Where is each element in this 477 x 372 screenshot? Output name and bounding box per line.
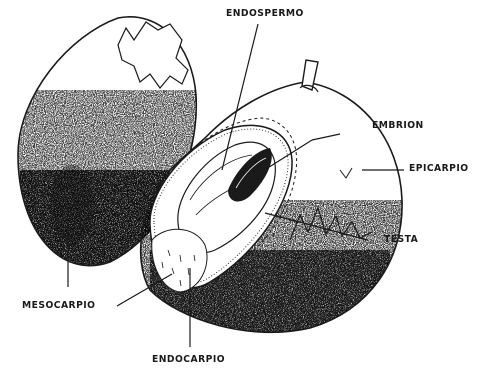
label-embrion: EMBRION <box>372 120 424 131</box>
label-mesocarpio: MESOCARPIO <box>22 300 95 311</box>
label-epicarpio: EPICARPIO <box>409 163 469 174</box>
label-endospermo: ENDOSPERMO <box>226 8 304 19</box>
label-testa: TESTA <box>384 234 418 245</box>
leader-embrion-ext <box>312 134 340 140</box>
label-endocarpio: ENDOCARPIO <box>152 354 225 365</box>
